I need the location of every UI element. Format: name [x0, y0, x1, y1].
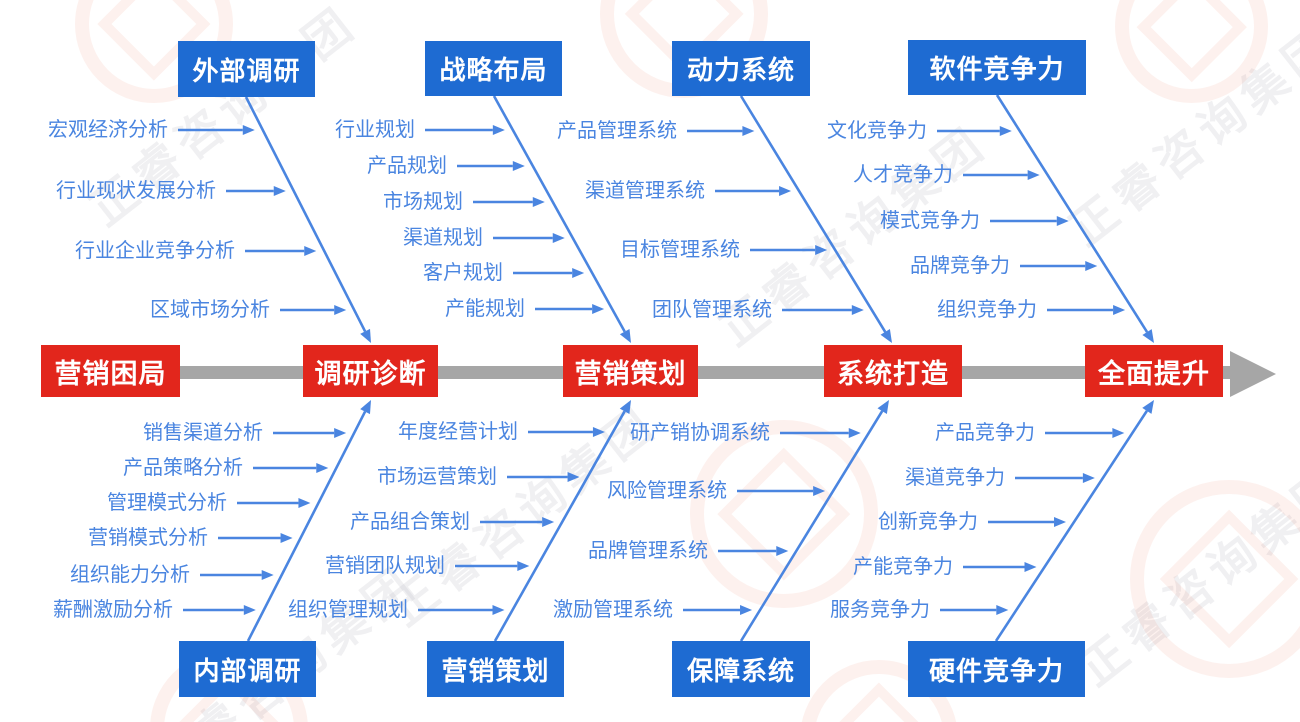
branch-item: 渠道管理系统 — [585, 180, 705, 202]
branch-item: 宏观经济分析 — [48, 119, 168, 141]
spine-stage-box: 营销困局 — [41, 345, 180, 397]
branch-item: 市场运营策划 — [377, 466, 497, 488]
branch-item: 产品竞争力 — [935, 422, 1035, 444]
bottom-branch-box: 营销策划 — [427, 641, 564, 697]
branch-item: 产品规划 — [367, 155, 447, 177]
spine-stage-box: 调研诊断 — [303, 345, 438, 397]
top-branch-box: 软件竞争力 — [908, 40, 1086, 95]
branch-item: 行业规划 — [335, 119, 415, 141]
branch-item: 创新竞争力 — [878, 511, 978, 533]
branch-item: 风险管理系统 — [607, 480, 727, 502]
branch-item: 产品组合策划 — [350, 511, 470, 533]
branch-item: 市场规划 — [383, 191, 463, 213]
branch-item: 区域市场分析 — [150, 299, 270, 321]
branch-item: 客户规划 — [423, 262, 503, 284]
branch-item: 营销模式分析 — [88, 527, 208, 549]
branch-item: 激励管理系统 — [553, 599, 673, 621]
branch-item: 人才竞争力 — [853, 164, 953, 186]
branch-item: 销售渠道分析 — [143, 422, 263, 444]
branch-item: 产品管理系统 — [557, 120, 677, 142]
branch-item: 品牌管理系统 — [588, 540, 708, 562]
branch-item: 渠道竞争力 — [905, 467, 1005, 489]
branch-item: 研产销协调系统 — [630, 422, 770, 444]
bottom-branch-box: 硬件竞争力 — [908, 641, 1085, 697]
spine-stage-box: 全面提升 — [1085, 345, 1223, 397]
bottom-branch-box: 内部调研 — [179, 641, 316, 697]
branch-item: 薪酬激励分析 — [53, 599, 173, 621]
branch-item: 行业企业竞争分析 — [75, 240, 235, 262]
branch-item: 产品策略分析 — [123, 457, 243, 479]
branch-item: 渠道规划 — [403, 227, 483, 249]
spine-stage-box: 系统打造 — [824, 345, 962, 397]
top-branch-box: 战略布局 — [425, 41, 562, 96]
branch-item: 文化竞争力 — [827, 120, 927, 142]
branch-item: 营销团队规划 — [325, 555, 445, 577]
branch-item: 目标管理系统 — [620, 239, 740, 261]
bottom-branch-box: 保障系统 — [672, 641, 810, 697]
top-branch-box: 动力系统 — [672, 41, 810, 96]
branch-item: 服务竞争力 — [830, 599, 930, 621]
branch-item: 模式竞争力 — [880, 210, 980, 232]
branch-item: 年度经营计划 — [398, 421, 518, 443]
branch-item: 组织能力分析 — [70, 564, 190, 586]
branch-item: 行业现状发展分析 — [56, 180, 216, 202]
top-branch-box: 外部调研 — [178, 41, 315, 97]
branch-item: 管理模式分析 — [107, 492, 227, 514]
branch-item: 组织竞争力 — [937, 299, 1037, 321]
branch-item: 产能竞争力 — [853, 556, 953, 578]
branch-item: 组织管理规划 — [288, 599, 408, 621]
branch-item: 团队管理系统 — [652, 299, 772, 321]
branch-item: 产能规划 — [445, 298, 525, 320]
branch-item: 品牌竞争力 — [910, 255, 1010, 277]
spine-stage-box: 营销策划 — [563, 345, 698, 397]
